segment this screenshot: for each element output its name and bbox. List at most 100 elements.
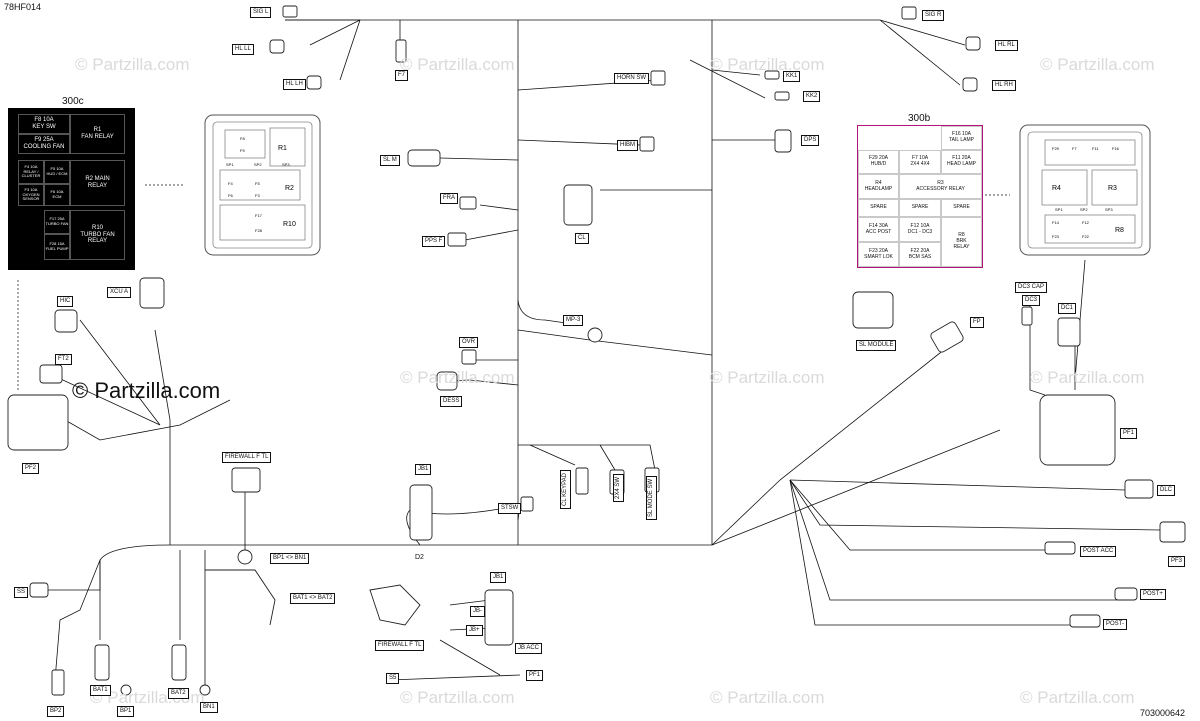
diagram-id: 78HF014 [4,2,42,12]
module-c-f8: F8 [240,136,245,141]
label-firewall-f-tl: FIREWALL F TL [222,452,272,463]
label-fp: FP [970,317,984,328]
connector-sig-r [901,6,917,20]
connector-fp [930,321,964,353]
connector-cl [563,184,593,226]
module-c-r10: R10 [283,221,296,228]
connector-ft2 [39,364,63,384]
watermark: © Partzilla.com [400,55,515,74]
terminal-bat1 [94,644,110,681]
connector-hl-ll [269,39,285,54]
fuse-cell: SPARE [858,199,899,217]
module-b-sp3: SP3 [1105,207,1113,212]
label-horn-sw: HORN SW [614,73,649,84]
label-hl-lh: HL LH [283,79,306,90]
fuse-cell: SPARE [899,199,941,217]
module-c-f6: F6 [228,193,233,198]
label-firewall-f-tl-2: FIREWALL F TL [375,640,425,651]
relay-module-300c: R1 R2 R10 F8 F9 F4 F5 F6 F3 F17 F28 SP1 … [204,114,321,256]
module-b-f23: F23 [1052,234,1060,239]
module-c-sp3: SP3 [282,162,290,167]
label-post-acc: POST ACC [1080,546,1117,557]
module-b-r4: R4 [1052,185,1061,192]
part-number: 703000642 [1140,708,1186,718]
module-c-f17: F17 [255,213,263,218]
watermark: © Partzilla.com [710,55,825,74]
module-b-f29: F29 [1052,146,1060,151]
label-hic: HIC [57,296,74,307]
label-kk2: KK2 [803,91,821,102]
label-cl: CL [575,233,589,244]
connector-hl-rl [965,36,981,51]
connector-hibm [639,136,655,152]
module-b-f16: F16 [1112,146,1120,151]
connector-kk2 [774,91,790,101]
module-b-r8: R8 [1115,227,1124,234]
label-stsw: STSW [498,503,522,514]
label-pf1-bottom: PF1 [526,670,544,681]
watermark: © Partzilla.com [1020,688,1135,707]
connector-sl-m [407,149,441,167]
module-c-f28: F28 [255,228,263,233]
relay-module-300b: R4 R3 R8 F16 F29 F7 F11 F14 F12 F23 F22 … [1019,124,1151,256]
watermark: © Partzilla.com [710,368,825,387]
jb-harness-cable [369,584,421,626]
label-xcu-a: XCU A [107,287,132,298]
module-b-f7: F7 [1072,146,1077,151]
brand-logo: © Partzilla.com [72,378,221,403]
label-2x4-sw: 2X4 SW [613,473,624,502]
label-sl-m: SL M [380,155,400,166]
label-sig-r: SIG R [922,10,945,21]
label-dps: DPS [801,135,820,146]
module-b-r3: R3 [1108,185,1117,192]
connector-dess [436,371,458,391]
label-bp1-bn1: BP1 <> BN1 [270,553,310,564]
connector-dc3 [1021,306,1033,326]
label-ss: SS [14,587,29,598]
label-hl-ll: HL LL [232,44,254,55]
label-fra: FRA [440,193,458,204]
label-bat2: BAT2 [168,688,189,699]
label-bp2: BP2 [47,706,65,717]
label-dc3-cap: DC3 CAP [1015,282,1048,293]
fuse-box-c-title: 300c [62,96,84,107]
label-jb-minus: JB- [470,606,485,617]
terminal-bn1 [199,684,211,696]
label-pf3: PF3 [1168,556,1186,567]
label-jb-plus: JB+ [466,625,483,636]
connector-f7 [395,39,407,63]
watermark: © Partzilla.com [75,55,190,74]
label-sl-module: SL MODULE [856,340,897,351]
connector-dlc [1124,479,1154,499]
label-kk1: KK1 [783,71,801,82]
module-b-f11: F11 [1092,146,1099,151]
watermark: © Partzilla.com [400,688,515,707]
connector-ss [29,582,49,598]
label-hibm: HIBM [617,140,638,151]
label-pf2: PF2 [22,463,40,474]
module-b-sp1: SP1 [1055,207,1063,212]
connector-bp2 [51,669,65,696]
battery-cable [205,569,276,626]
module-c-f3: F3 [255,193,260,198]
link-arrows [17,184,1010,392]
module-b-sp2: SP2 [1080,207,1088,212]
label-hl-rh: HL RH [992,80,1016,91]
connector-firewall-f-tl [231,467,261,493]
terminal-bp1 [120,684,132,696]
watermark: © Partzilla.com [400,368,515,387]
